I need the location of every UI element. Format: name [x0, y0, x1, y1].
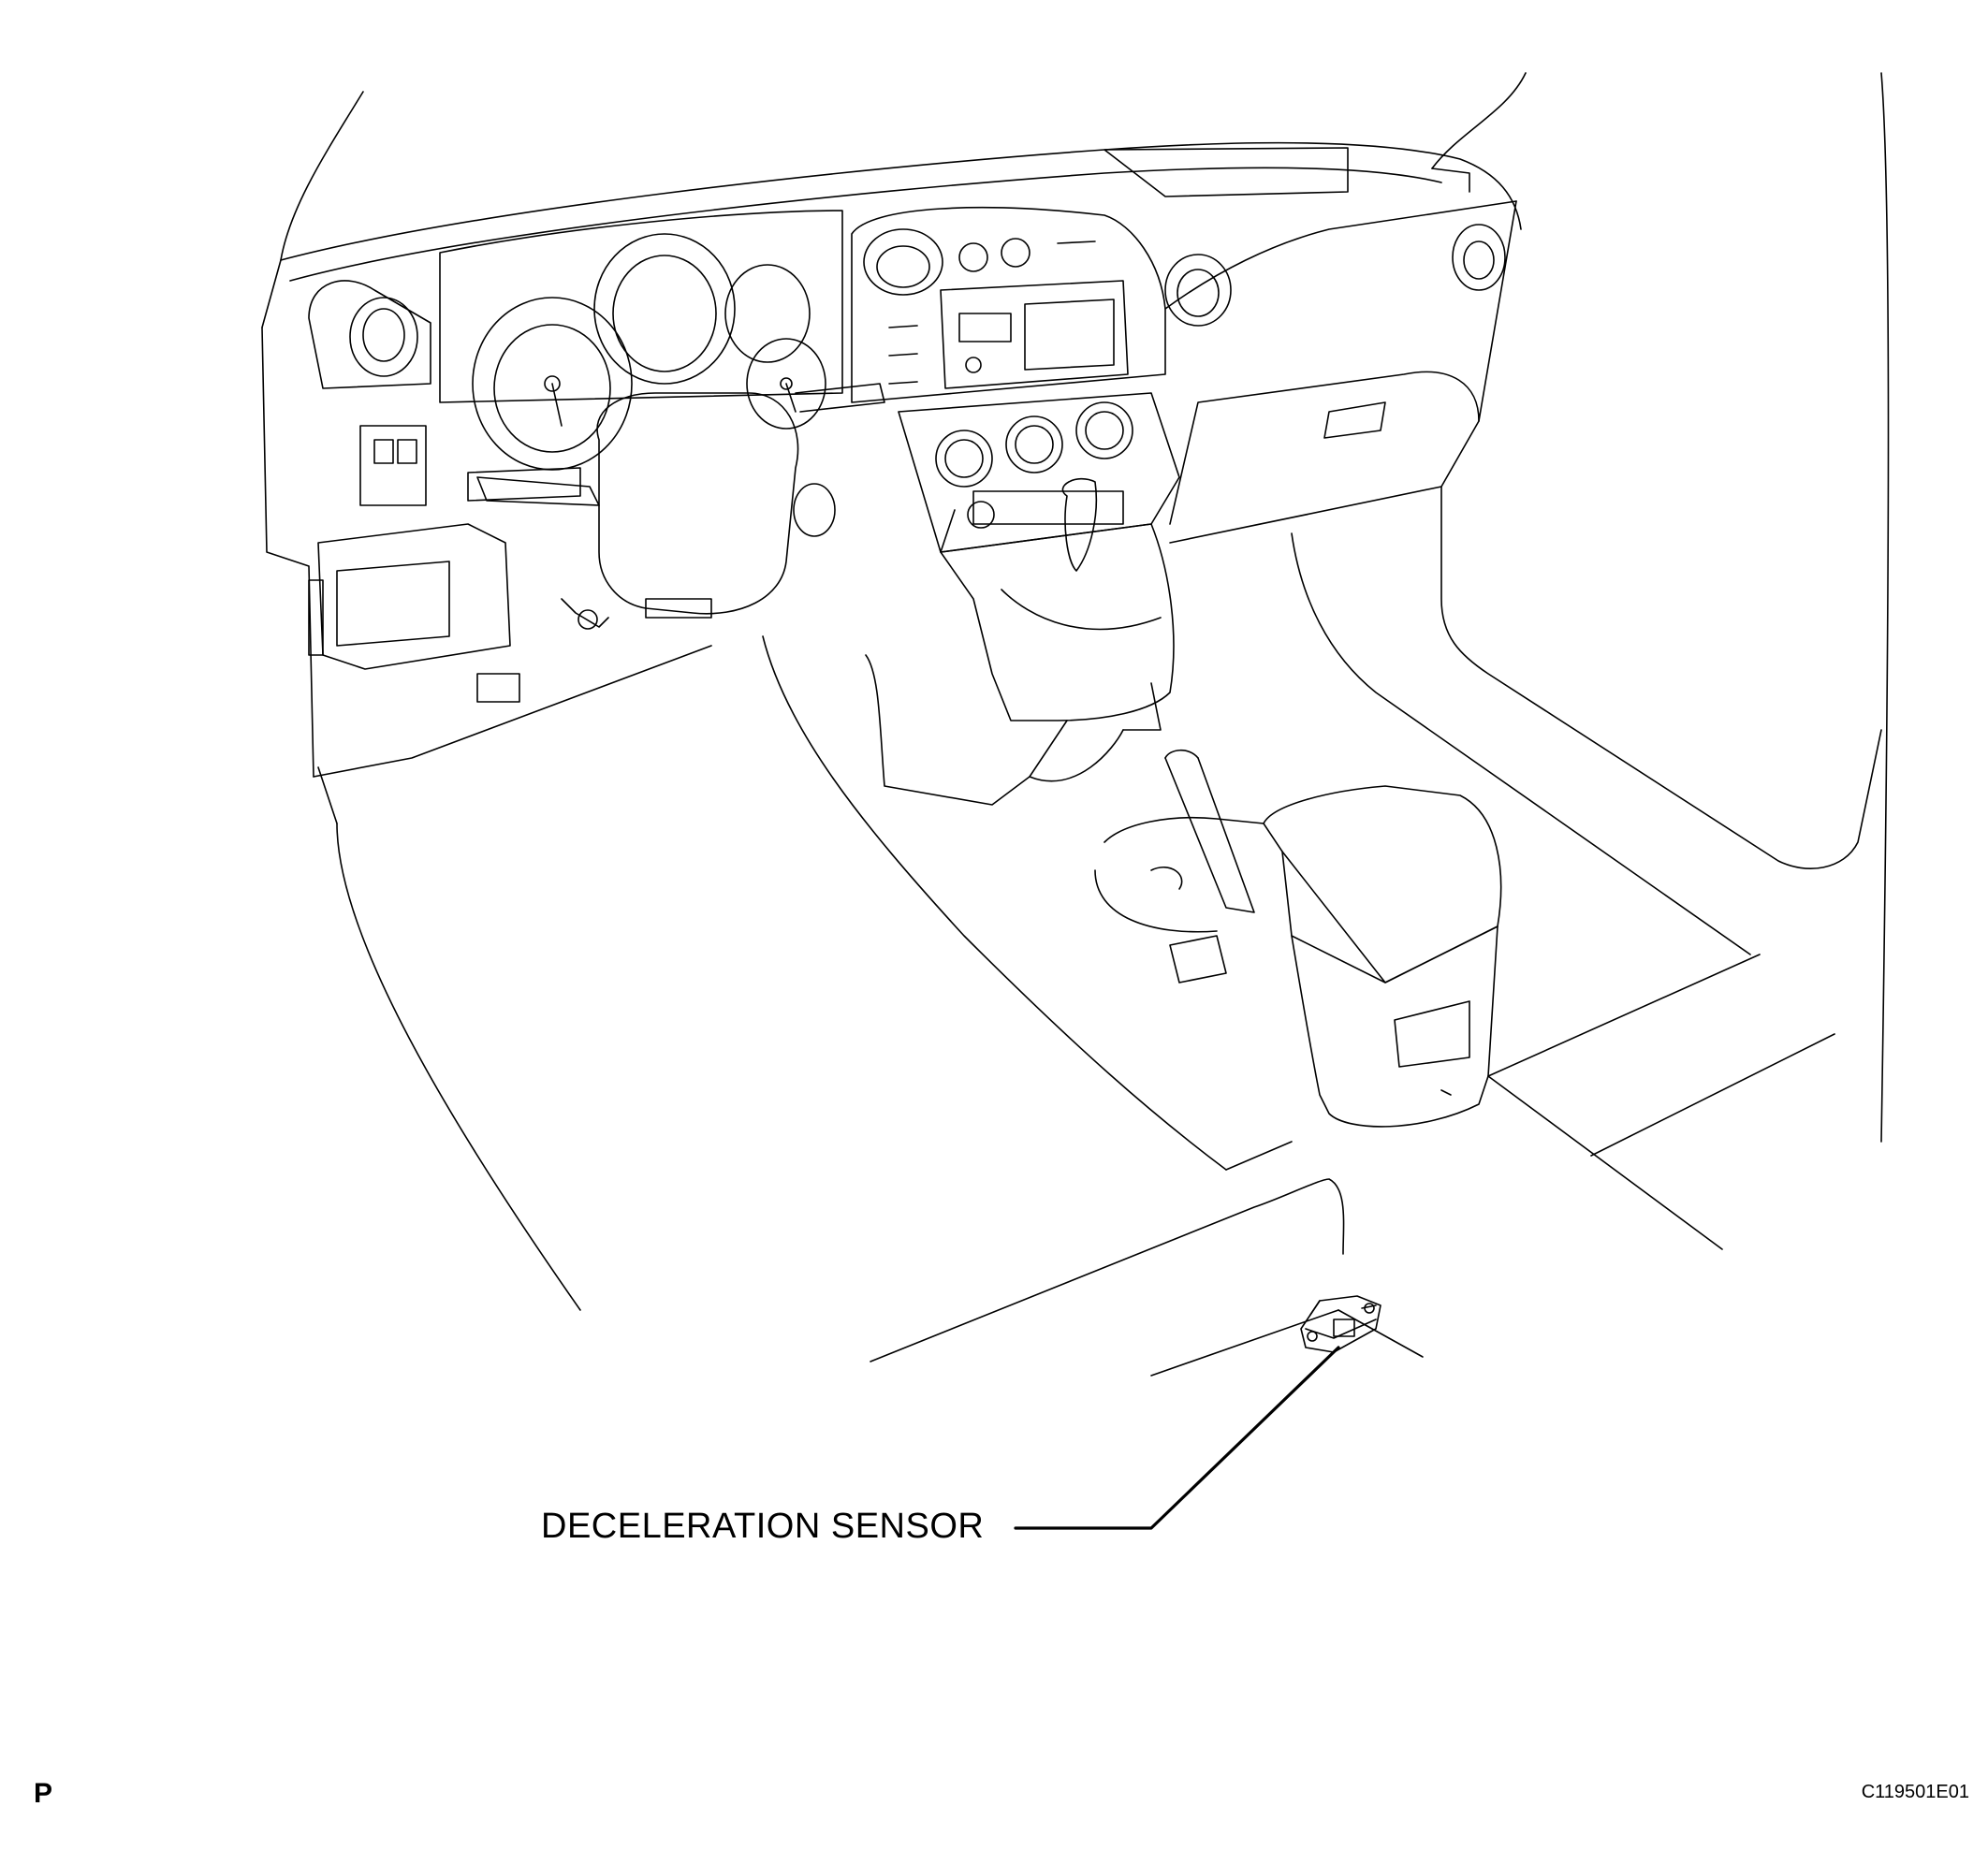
deceleration-sensor-icon	[1300, 1295, 1381, 1353]
steering-column	[476, 383, 885, 630]
windshield-frame	[280, 72, 1890, 1143]
left-switch-panel	[308, 425, 581, 703]
left-side-panel	[261, 327, 712, 1311]
deceleration-sensor-label: DECELERATION SENSOR	[541, 1507, 985, 1546]
passenger-dash	[1164, 200, 1882, 869]
rear-console	[1094, 749, 1502, 1128]
page-mark: P	[34, 1778, 53, 1809]
center-console	[865, 477, 1175, 806]
floor-outline	[762, 532, 1835, 1250]
dashboard-top	[261, 141, 1522, 328]
center-stack	[851, 207, 1180, 553]
rear-floor	[870, 1178, 1424, 1377]
callout-leader-line	[1014, 1346, 1340, 1530]
instrument-cluster	[308, 210, 843, 471]
figure-id: C119501E01	[1861, 1782, 1969, 1802]
